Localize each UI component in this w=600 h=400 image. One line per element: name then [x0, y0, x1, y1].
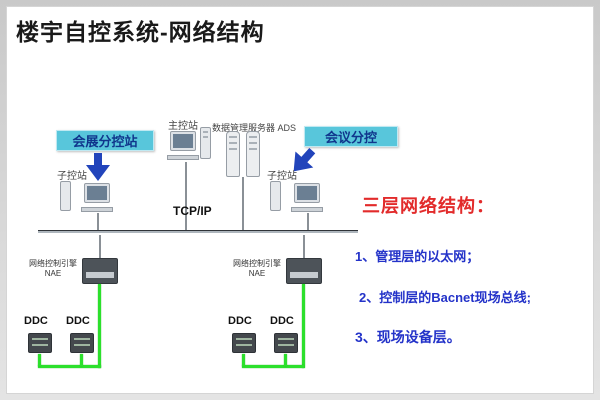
connector-line	[303, 235, 305, 258]
workstation-monitor-icon	[84, 183, 110, 203]
nae-right-label: 网络控制引擎 NAE	[230, 259, 284, 280]
workstation-keyboard-icon	[81, 207, 113, 212]
nae-left-label-line1: 网络控制引擎	[29, 259, 77, 268]
ethernet-bus-line	[38, 230, 358, 233]
note-item-1: 1、管理层的以太网；	[355, 249, 480, 264]
callout-meeting-station: 会议分控	[304, 126, 398, 147]
workstation-monitor-icon	[294, 183, 320, 203]
ddc-label: DDC	[270, 315, 294, 327]
ddc-label: DDC	[24, 315, 48, 327]
connector-line	[307, 213, 309, 230]
ddc-device-icon	[70, 333, 94, 353]
field-bus-line	[242, 365, 304, 368]
nae-left-label: 网络控制引擎 NAE	[26, 259, 80, 280]
field-bus-line	[98, 284, 101, 368]
arrow-down-left-icon	[293, 147, 316, 172]
field-bus-drop	[242, 354, 245, 366]
connector-line	[242, 177, 244, 230]
substation-right-label: 子控站	[267, 171, 297, 182]
field-bus-line	[302, 284, 305, 368]
workstation-monitor-icon	[170, 131, 196, 151]
field-bus-line	[38, 365, 101, 368]
nae-right-label-line2: NAE	[248, 269, 266, 279]
nae-right-label-line1: 网络控制引擎	[233, 259, 281, 268]
arrow-down-icon	[86, 153, 110, 181]
note-item-3: 3、现场设备层。	[355, 329, 461, 345]
workstation-keyboard-icon	[291, 207, 323, 212]
field-bus-drop	[80, 354, 83, 366]
tcpip-label: TCP/IP	[173, 204, 212, 218]
data-server-label: 数据管理服务器 ADS	[212, 123, 297, 133]
ddc-label: DDC	[66, 315, 90, 327]
substation-left-label: 子控站	[57, 171, 87, 182]
workstation-tower-icon	[60, 181, 71, 211]
server-tower-icon	[246, 131, 260, 177]
notes-heading: 三层网络结构：	[362, 196, 495, 216]
field-bus-drop	[284, 354, 287, 366]
page-title: 楼宇自控系统-网络结构	[16, 19, 265, 45]
ddc-device-icon	[274, 333, 298, 353]
workstation-keyboard-icon	[167, 155, 199, 160]
connector-line	[97, 213, 99, 230]
note-item-2: 2、控制层的Bacnet现场总线;	[359, 290, 531, 305]
connector-line	[99, 235, 101, 258]
ddc-device-icon	[28, 333, 52, 353]
nae-device-icon	[286, 258, 322, 284]
ddc-label: DDC	[228, 315, 252, 327]
workstation-tower-icon	[270, 181, 281, 211]
callout-exhibition-station: 会展分控站	[56, 130, 154, 151]
connector-line	[185, 162, 187, 230]
field-bus-drop	[38, 354, 41, 366]
ddc-device-icon	[232, 333, 256, 353]
server-tower-icon	[226, 131, 240, 177]
nae-left-label-line2: NAE	[44, 269, 62, 279]
workstation-tower-icon	[200, 127, 211, 159]
master-station-label: 主控站	[168, 121, 198, 132]
nae-device-icon	[82, 258, 118, 284]
